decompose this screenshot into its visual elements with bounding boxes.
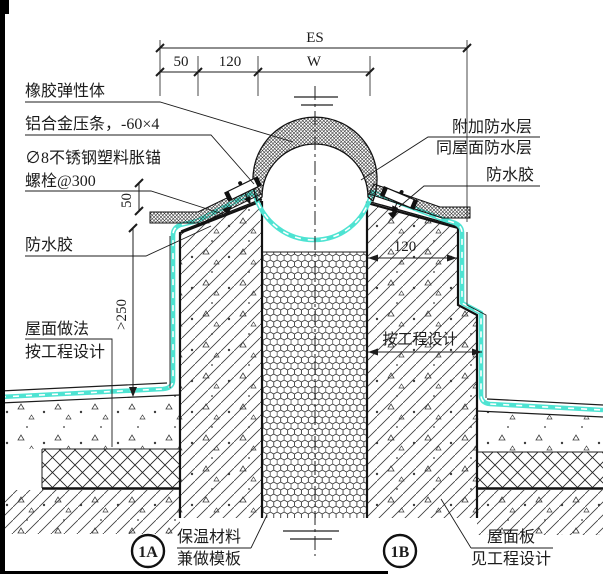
insulation-board-layer-right [477,452,603,488]
callout-sealant-right: 防水胶 [486,166,534,184]
dim-per-design: 按工程设计 [382,331,457,348]
section-mark-1A: 1A [130,533,166,569]
section-mark-1B: 1B [382,533,418,569]
insulation-board-layer-left [42,449,180,488]
callout-added-membrane-line2: 同屋面防水层 [436,139,532,157]
dim-50-left: 50 [119,193,135,208]
callout-aluminum-batten: 铝合金压条，-60×4 [25,115,159,133]
callout-roof-slab-line1: 屋面板 [487,528,535,546]
callout-added-membrane-line1: 附加防水层 [452,118,532,136]
callout-roof-build-line2: 按工程设计 [25,343,105,361]
callout-roof-slab-line2: 见工程设计 [471,550,551,568]
expansion-anchor-icon [244,192,251,205]
dim-50-top: 50 [174,54,189,70]
centerline [283,86,339,556]
callout-rubber-elastic-body: 橡胶弹性体 [25,82,105,100]
dim-250-left: >250 [114,299,130,330]
extension-lines [159,40,468,222]
dim-overall-label: ES [306,30,324,46]
svg-text:1A: 1A [138,544,158,561]
sealant-mark-left [222,206,232,215]
right-curb [365,200,479,518]
callout-insulation-line2: 兼做模板 [177,550,241,568]
callout-anchor-line1: ∅8不锈钢塑料胀锚 [25,149,161,167]
dimensions [128,40,482,397]
rubber-elastic-dome [252,116,378,203]
scan-border-bottom [0,571,388,574]
callout-roof-build-line1: 屋面做法 [25,320,89,338]
leader-lines [25,101,553,549]
callout-anchor-line2: 螺栓@300 [25,172,96,190]
roof-layers-right [476,398,603,535]
dim-w-label: W [307,54,322,70]
expansion-anchor-icon [392,201,399,214]
dim-120-top: 120 [219,54,242,70]
callout-insulation-line1: 保温材料 [177,528,241,546]
dim-arrow-down [129,387,137,397]
callout-sealant-left: 防水胶 [25,236,73,254]
sealant-mark-right [388,211,398,219]
aluminum-clamp-left [224,176,262,205]
roof-layers-left [0,382,181,534]
scan-border-left [0,0,5,574]
bolt-head-icon [399,190,404,195]
svg-text:1B: 1B [391,544,410,561]
bolt-head-icon [238,181,243,186]
break-mark-bottom [283,530,339,540]
scan-border-corner [0,0,9,14]
waterproof-layer-line [0,189,603,413]
dim-120-curb: 120 [394,239,417,255]
left-curb [178,198,264,518]
break-mark-top [294,96,338,106]
aluminum-clamp-right [379,186,419,214]
